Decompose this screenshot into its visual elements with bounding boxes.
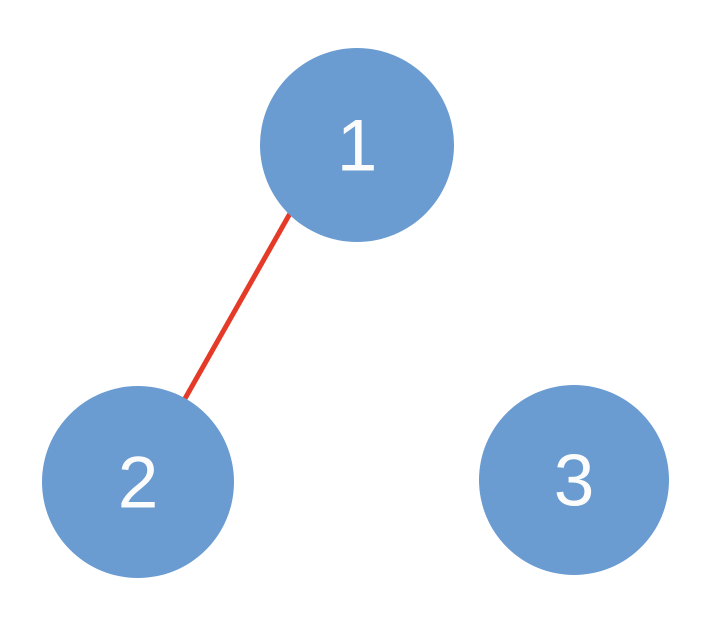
node-1[interactable] — [260, 48, 454, 242]
edge-1-2[interactable] — [167, 185, 308, 427]
node-3[interactable] — [479, 385, 669, 575]
node-2[interactable] — [42, 386, 234, 578]
